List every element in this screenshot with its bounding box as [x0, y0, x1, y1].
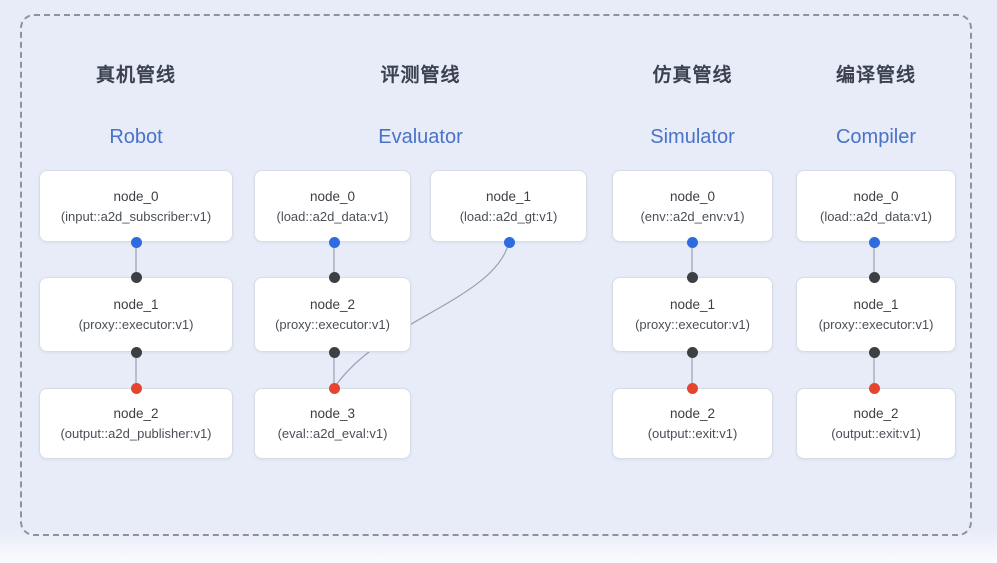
port-output-icon	[868, 346, 880, 358]
node-box-compiler-2: node_2 (output::exit:v1)	[796, 388, 956, 459]
node-subtitle: (output::a2d_publisher:v1)	[60, 426, 212, 441]
node-subtitle: (input::a2d_subscriber:v1)	[60, 208, 212, 224]
port-source-icon	[686, 236, 698, 248]
node-box-simulator-1: node_1 (proxy::executor:v1)	[612, 277, 773, 352]
port-input-icon	[328, 271, 340, 283]
node-subtitle: (proxy::executor:v1)	[275, 317, 390, 332]
node-title: node_2	[113, 406, 159, 421]
node-box-robot-0: node_0 (input::a2d_subscriber:v1)	[39, 170, 233, 242]
node-title: node_1	[853, 297, 899, 312]
node-box-simulator-2: node_2 (output::exit:v1)	[612, 388, 773, 459]
pipeline-title-compiler-zh: 编译管线	[835, 65, 916, 86]
node-box-robot-1: node_1 (proxy::executor:v1)	[39, 277, 233, 352]
node-title: node_0	[669, 188, 716, 204]
port-source-icon	[868, 236, 880, 248]
port-output-icon	[328, 346, 340, 358]
node-box-evaluator-0: node_0 (load::a2d_data:v1)	[254, 170, 411, 242]
port-sink-icon	[868, 382, 880, 394]
node-box-compiler-1: node_1 (proxy::executor:v1)	[796, 277, 956, 352]
node-subtitle: (output::exit:v1)	[647, 426, 738, 441]
node-title: node_2	[669, 406, 716, 421]
node-box-simulator-0: node_0 (env::a2d_env:v1)	[612, 170, 773, 242]
node-subtitle: (load::a2d_data:v1)	[276, 208, 389, 224]
node-title: node_0	[853, 188, 899, 204]
port-output-icon	[686, 346, 698, 358]
node-subtitle: (env::a2d_env:v1)	[640, 208, 745, 224]
node-title: node_1	[113, 297, 159, 312]
node-title: node_2	[853, 406, 899, 421]
edge-eval-1-3-curve	[333, 241, 510, 389]
port-sink-icon	[328, 382, 340, 394]
pipeline-title-simulator-zh: 仿真管线	[652, 65, 733, 86]
port-input-icon	[130, 271, 142, 283]
pipeline-title-evaluator-en: Evaluator	[378, 126, 463, 148]
node-title: node_1	[485, 188, 532, 204]
pipeline-title-robot-en: Robot	[109, 126, 163, 148]
port-source-icon	[503, 236, 515, 248]
node-box-evaluator-1: node_1 (load::a2d_gt:v1)	[430, 170, 587, 242]
port-input-icon	[686, 271, 698, 283]
port-sink-icon	[686, 382, 698, 394]
pipeline-title-simulator-en: Simulator	[650, 126, 735, 148]
node-subtitle: (output::exit:v1)	[831, 426, 921, 441]
node-subtitle: (eval::a2d_eval:v1)	[277, 426, 388, 441]
port-sink-icon	[130, 382, 142, 394]
node-title: node_0	[309, 188, 356, 204]
node-box-robot-2: node_2 (output::a2d_publisher:v1)	[39, 388, 233, 459]
node-title: node_2	[309, 297, 356, 312]
node-subtitle: (proxy::executor:v1)	[818, 317, 934, 332]
node-subtitle: (load::a2d_data:v1)	[819, 208, 933, 224]
pipeline-title-compiler-en: Compiler	[835, 126, 917, 148]
node-box-evaluator-2: node_2 (proxy::executor:v1)	[254, 277, 411, 352]
pipeline-title-evaluator-zh: 评测管线	[380, 65, 461, 86]
port-source-icon	[328, 236, 340, 248]
dashed-border-frame	[20, 14, 972, 536]
port-input-icon	[868, 271, 880, 283]
pipeline-title-robot-zh: 真机管线	[95, 65, 176, 86]
node-subtitle: (proxy::executor:v1)	[78, 317, 194, 332]
node-title: node_0	[113, 188, 159, 204]
node-title: node_1	[669, 297, 716, 312]
node-title: node_3	[309, 406, 356, 421]
node-subtitle: (load::a2d_gt:v1)	[459, 208, 558, 224]
port-source-icon	[130, 236, 142, 248]
node-subtitle: (proxy::executor:v1)	[635, 317, 750, 332]
node-box-compiler-0: node_0 (load::a2d_data:v1)	[796, 170, 956, 242]
port-output-icon	[130, 346, 142, 358]
node-box-evaluator-3: node_3 (eval::a2d_eval:v1)	[254, 388, 411, 459]
